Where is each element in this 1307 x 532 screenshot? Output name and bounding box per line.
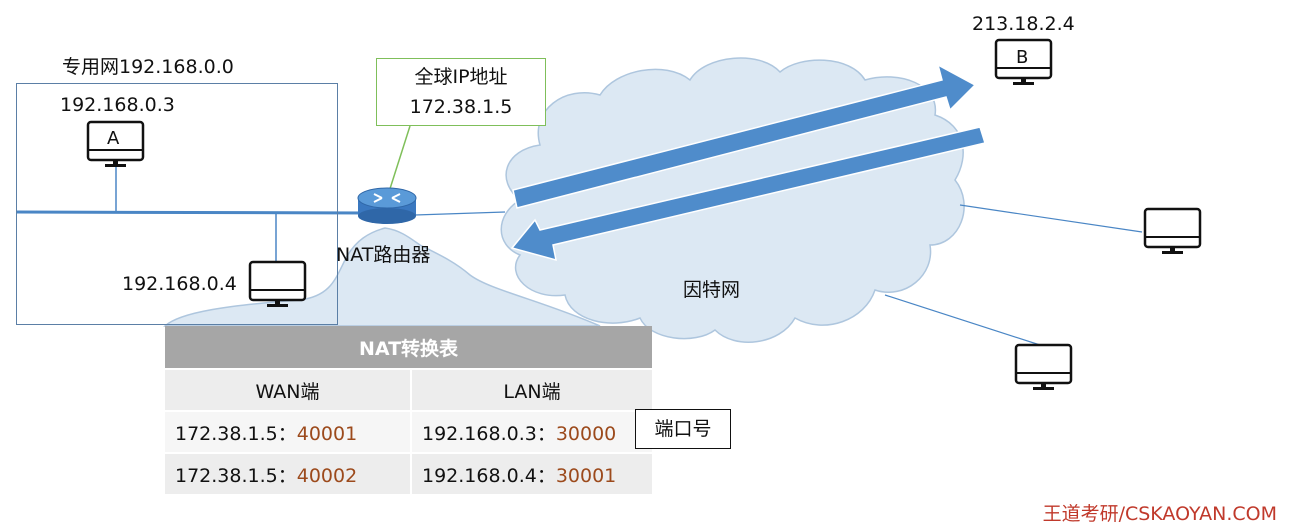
- lan-bus-line: [15, 210, 369, 215]
- incoming-arrow: [510, 126, 986, 262]
- router-label: NAT路由器: [336, 244, 431, 266]
- lan-cell: 192.168.0.3：30000: [410, 410, 652, 453]
- wan-cell: 172.38.1.5：40001: [165, 410, 411, 453]
- header-wan: WAN端: [165, 368, 411, 411]
- wan-port: 40001: [296, 422, 358, 445]
- computer-internet-bottom-icon: [1014, 343, 1073, 390]
- callout-line-2: 172.38.1.5: [409, 96, 513, 118]
- lan-ip: 192.168.0.4：: [422, 464, 556, 487]
- host-b-letter: B: [1016, 47, 1029, 68]
- nat-table-title: NAT转换表: [165, 326, 652, 369]
- internet-label: 因特网: [683, 279, 741, 301]
- computer-a-icon: [86, 120, 145, 167]
- wan-cell: 172.38.1.5：40002: [165, 452, 411, 494]
- lan-port: 30001: [555, 464, 617, 487]
- host-a-letter: A: [107, 128, 120, 149]
- router-internet-link: [414, 211, 506, 216]
- host-b-ip: 213.18.2.4: [972, 13, 1075, 35]
- global-ip-callout: 全球IP地址 172.38.1.5: [376, 58, 546, 126]
- watermark: 王道考研/CSKAOYAN.COM: [1042, 503, 1277, 525]
- lan-ip: 192.168.0.3：: [422, 422, 556, 445]
- outgoing-arrow: [512, 63, 977, 209]
- computer-192-168-0-4-icon: [248, 260, 307, 307]
- table-row: 172.38.1.5：40002 192.168.0.4：30001: [165, 452, 652, 494]
- port-number-label: 端口号: [635, 409, 731, 449]
- link-host-right: [959, 204, 1143, 233]
- table-header-row: WAN端 LAN端: [165, 368, 652, 411]
- wan-port: 40002: [296, 464, 358, 487]
- header-lan: LAN端: [410, 368, 652, 411]
- host-2-ip: 192.168.0.4: [122, 273, 237, 295]
- computer-internet-right-icon: [1143, 207, 1202, 254]
- host-a-ip: 192.168.0.3: [60, 94, 175, 116]
- computer-b-icon: [994, 38, 1053, 85]
- wan-ip: 172.38.1.5：: [175, 422, 297, 445]
- callout-line-1: 全球IP地址: [414, 66, 508, 88]
- wan-ip: 172.38.1.5：: [175, 464, 297, 487]
- table-row: 172.38.1.5：40001 192.168.0.3：30000: [165, 410, 652, 453]
- private-network-box: [16, 83, 338, 325]
- private-network-title: 专用网192.168.0.0: [62, 56, 234, 78]
- lan-port: 30000: [555, 422, 617, 445]
- link-host-bottom: [884, 294, 1041, 346]
- lan-cell: 192.168.0.4：30001: [410, 452, 652, 494]
- callout-pointer: [387, 125, 411, 196]
- nat-router-icon: [357, 187, 417, 224]
- nat-translation-table: NAT转换表 WAN端 LAN端 172.38.1.5：40001 192.16…: [165, 326, 652, 494]
